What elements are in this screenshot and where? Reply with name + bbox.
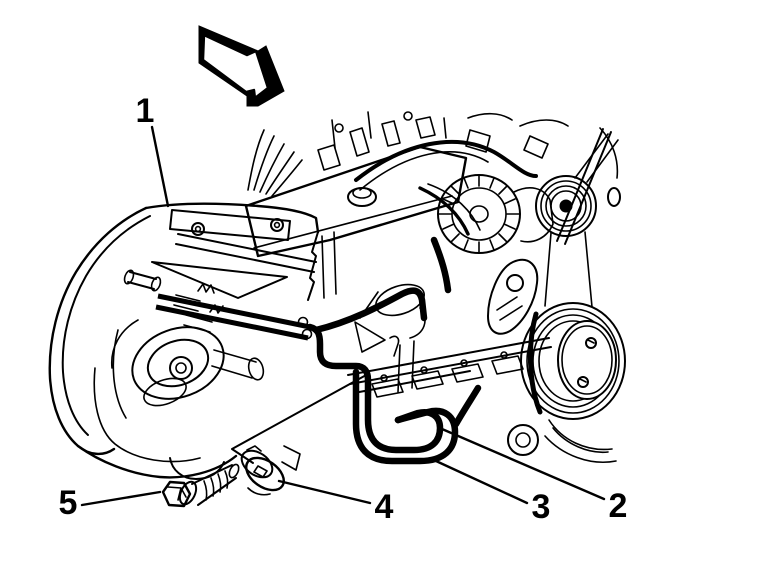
callout-5-label: 5 [59, 484, 78, 522]
callout-1-label: 1 [136, 92, 155, 130]
callout-2-leader [440, 427, 606, 501]
oil-pan-rail [347, 337, 552, 398]
bolt-threads [203, 470, 229, 501]
transaxle-housing [48, 202, 320, 480]
engine-brace [556, 128, 612, 245]
callouts: 1 2 3 4 5 [59, 92, 628, 526]
callout-2-label: 2 [609, 487, 628, 525]
hose-clamp [240, 445, 301, 496]
heater-hose-2 [352, 368, 459, 465]
direction-arrow-icon [198, 25, 285, 107]
engine-assembly [244, 111, 626, 463]
oil-fill-cap [347, 187, 377, 207]
drive-belt [544, 133, 619, 308]
pointer-wedge [231, 373, 369, 464]
callout-4-label: 4 [375, 488, 394, 526]
callout-5-leader [80, 490, 162, 507]
belt-tensioner [487, 258, 539, 335]
callout-1-leader [150, 125, 170, 208]
upper-hose-segment [430, 236, 452, 294]
bolt [161, 463, 240, 508]
radiator-hose [354, 140, 538, 182]
callout-4-leader [277, 479, 372, 505]
callout-3-label: 3 [532, 488, 551, 526]
alternator [437, 174, 554, 254]
heater-hoses [306, 236, 482, 465]
heater-pipes [123, 269, 313, 341]
crankshaft-pulley [520, 302, 626, 420]
idler-pulley [535, 175, 597, 237]
callout-3-leader [434, 459, 529, 505]
